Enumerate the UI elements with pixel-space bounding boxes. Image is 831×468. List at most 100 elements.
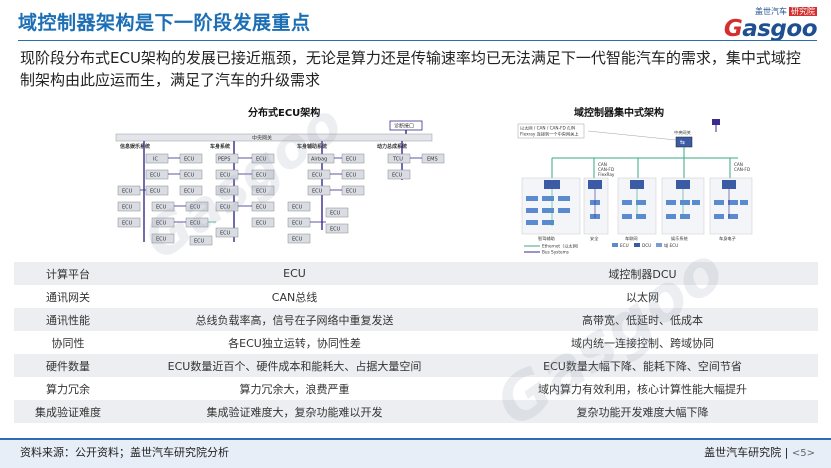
svg-text:ECU: ECU (122, 205, 133, 211)
domain-panel-body-electronics: 车身电子 (709, 177, 753, 242)
ecu-box: ECU (251, 169, 275, 180)
dcu-cell: ECU数量大幅下降、能耗下降、空间节省 (467, 354, 818, 377)
ecu-cell: ECU数量近百个、硬件成本和能耗大、占据大量空间 (122, 354, 467, 377)
svg-text:ECU: ECU (292, 221, 303, 227)
table-row: 计算平台 ECU 域控制器DCU (14, 262, 818, 285)
svg-text:ECU: ECU (346, 157, 357, 163)
table-row: 硬件数量 ECU数量近百个、硬件成本和能耗大、占据大量空间 ECU数量大幅下降、… (14, 354, 818, 377)
ecu-cell: 集成验证难度大，复杂功能难以开发 (122, 400, 467, 423)
ecu-box: ECU (117, 217, 141, 228)
footer-source: 资料来源：公开资料；盖世汽车研究院分析 (20, 446, 229, 459)
svg-text:ECU: ECU (256, 173, 267, 179)
logo-top-text: 盖世汽车 (755, 7, 787, 16)
row-label: 通讯网关 (14, 285, 122, 308)
rd-gateway-label: 中央网关 (674, 129, 691, 136)
table-row: 协同性 各ECU独立运转，协同性差 域内统一连接控制、跨域协同 (14, 331, 818, 354)
svg-text:PEPS: PEPS (218, 157, 230, 163)
ecu-peps: PEPS (215, 153, 239, 164)
bus-label-3: FlexRay (598, 172, 615, 177)
row-label: 通讯性能 (14, 308, 122, 331)
ecu-box: ECU (215, 185, 239, 196)
ecu-box: ECU (151, 217, 175, 228)
svg-text:ECU: ECU (150, 189, 161, 195)
domain-label-body-electronics: 车身电子 (719, 235, 736, 242)
svg-text:ECU: ECU (122, 189, 133, 195)
svg-text:TCU: TCU (392, 157, 403, 163)
ecu-box: ECU (287, 233, 311, 244)
ecu-box: ECU (307, 185, 331, 196)
row-label: 计算平台 (14, 262, 122, 285)
ecu-box: ECU (179, 185, 203, 196)
svg-text:IC: IC (153, 157, 158, 163)
svg-text:ECU: ECU (256, 205, 267, 211)
domain-panel-safety: 安全 (583, 177, 609, 242)
right-diagram-title: 域控制器集中式架构 (574, 108, 664, 119)
ecu-cell: ECU (122, 262, 467, 285)
ecu-box: ECU (341, 169, 365, 180)
svg-text:ECU: ECU (312, 189, 323, 195)
title-rule (18, 40, 817, 41)
bus-label-5: CAN-FD (734, 167, 750, 172)
dcu-cell: 域控制器DCU (467, 262, 818, 285)
svg-text:ECU: ECU (392, 173, 403, 179)
svg-text:ECU: ECU (256, 189, 267, 195)
svg-text:ECU: ECU (346, 189, 357, 195)
svg-text:ECU: ECU (330, 211, 341, 217)
ecu-box: ECU (179, 169, 203, 180)
footer-rule (0, 438, 831, 440)
ecu-box: ECU (307, 169, 331, 180)
svg-text:ECU: ECU (220, 205, 231, 211)
ecu-box: ECU (341, 185, 365, 196)
gasgoo-logo: 盖世汽车研究院 Gasgoo (695, 6, 818, 42)
comparison-table: 计算平台 ECU 域控制器DCU 通讯网关 CAN总线 以太网 通讯性能 总线负… (14, 262, 818, 423)
ecu-box: ECU (387, 169, 411, 180)
table-row: 算力冗余 算力冗余大，浪费严重 域内算力有效利用，核心计算性能大幅提升 (14, 377, 818, 400)
svg-text:Airbag: Airbag (311, 157, 327, 163)
legend-ecu: ECU (620, 243, 629, 248)
ecu-box: ECU (251, 217, 275, 228)
table-row: 通讯网关 CAN总线 以太网 (14, 285, 818, 308)
ecu-airbag: Airbag (307, 153, 335, 164)
legend-dcu: DCU (642, 243, 651, 248)
svg-text:ECU: ECU (190, 205, 201, 211)
footer-org: 盖世汽车研究院 | <5> (704, 444, 815, 460)
legend-domain-ecu: 域 ECU (664, 242, 678, 248)
ecu-box: ECU (325, 207, 349, 218)
gateway-label: 中央网关 (252, 135, 272, 142)
legend-bus: Bus Systems (542, 250, 569, 255)
svg-text:ECU: ECU (256, 157, 267, 163)
ecu-box: ECU (189, 235, 213, 246)
slide-title: 域控制器架构是下一阶段发展重点 (18, 12, 311, 34)
note-line-1: 以太网 / CAN / CAN-FD /LIN (520, 125, 575, 132)
ecu-box: ECU (145, 185, 169, 196)
domain-controller-diagram: 以太网 / CAN / CAN-FD /LIN Flexray 连接到一个中央网… (517, 119, 753, 255)
ecu-box: ECU (151, 201, 175, 212)
ecu-cell: CAN总线 (122, 285, 467, 308)
footer-separator: | (784, 446, 789, 459)
table-row: 集成验证难度 集成验证难度大，复杂功能难以开发 复杂功能开发难度大幅下降 (14, 400, 818, 423)
dcu-cell: 域内算力有效利用，核心计算性能大幅提升 (467, 377, 818, 400)
ecu-box: ECU (215, 201, 239, 212)
intro-paragraph: 现阶段分布式ECU架构的发展已接近瓶颈，无论是算力还是传输速率均已无法满足下一代… (20, 49, 801, 89)
svg-text:EMS: EMS (427, 157, 438, 163)
logo-word: asgoo (742, 16, 817, 42)
logo-wordmark: Gasgoo (724, 16, 818, 42)
domain-label-adas: 智驾辅助 (538, 235, 555, 242)
svg-text:ECU: ECU (312, 173, 323, 179)
svg-text:⇆: ⇆ (680, 139, 685, 146)
svg-text:ECU: ECU (150, 173, 161, 179)
svg-text:ECU: ECU (190, 221, 201, 227)
central-gateway-bar (115, 133, 433, 142)
ecu-box: ECU (215, 227, 239, 238)
bus-label-4: CAN (734, 162, 743, 167)
logo-badge: 研究院 (789, 7, 817, 16)
ecu-box: ECU (185, 201, 209, 212)
row-label: 硬件数量 (14, 354, 122, 377)
page-number: <5> (791, 448, 815, 459)
ecu-ic: IC (145, 153, 169, 164)
ecu-box: ECU (287, 201, 311, 212)
bus-label-2: CAN-FD (598, 167, 614, 172)
svg-text:ECU: ECU (184, 189, 195, 195)
domain-panel-connectivity: 车联网 (617, 177, 657, 242)
domain-label-infotainment: 娱乐系统 (671, 235, 688, 242)
